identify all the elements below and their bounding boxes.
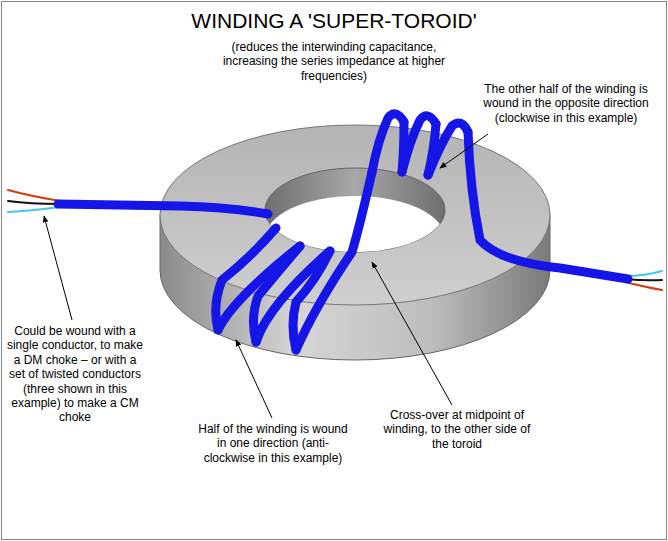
- callout-note: Could be wound with a single conductor, …: [6, 324, 144, 425]
- winding-wire: [58, 114, 628, 350]
- diagram-title: WINDING A 'SUPER-TOROID': [20, 8, 648, 33]
- callout-note: Half of the winding is wound in one dire…: [198, 422, 348, 465]
- callout-note: The other half of the winding is wound i…: [470, 82, 662, 125]
- callout-note: Cross-over at midpoint of winding, to th…: [382, 408, 532, 451]
- subtitle-note: (reduces the interwinding capacitance, i…: [214, 40, 454, 83]
